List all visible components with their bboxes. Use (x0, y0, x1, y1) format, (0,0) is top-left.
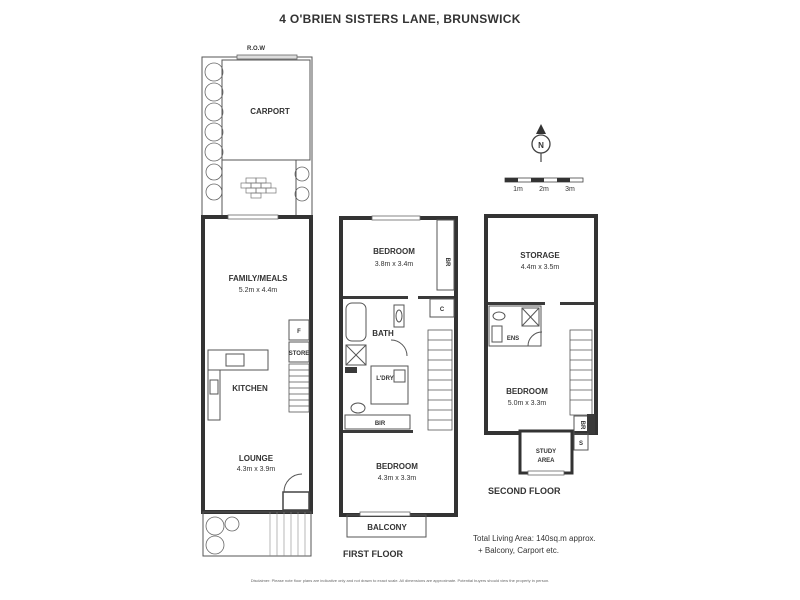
kitchen-side-bench (207, 369, 221, 421)
ensuite-vanity (491, 325, 503, 343)
ground-floor: R.O.W CARPORT FAMILY/MEALS 5.2m x 4.4m F… (201, 46, 313, 557)
shower (345, 344, 367, 366)
carport-label: CARPORT (250, 107, 290, 116)
study-bay (518, 429, 574, 475)
lounge-label: LOUNGE (239, 454, 274, 463)
laundry-label: L'DRY (376, 376, 394, 382)
first-wall-2 (418, 296, 454, 299)
bir-label: BIR (375, 421, 386, 427)
laundry-black (345, 367, 357, 373)
lounge-dim: 4.3m x 3.9m (237, 466, 276, 473)
bath-vanity (393, 304, 405, 328)
bedroom1-robe (436, 219, 455, 291)
north-arrow: N (531, 124, 551, 162)
storage-label: STORAGE (520, 251, 560, 260)
scale-3m: 3m (565, 186, 575, 193)
linen-cupboard (429, 298, 455, 318)
study-label: STUDY (536, 449, 556, 455)
second-bedroom-label: BEDROOM (506, 387, 548, 396)
rear-gate (236, 54, 298, 60)
first-bedroom2-dim: 4.3m x 3.3m (378, 475, 417, 482)
laundry-tub (393, 369, 406, 383)
row-label: R.O.W (247, 46, 265, 52)
second-floor: STORAGE 4.4m x 3.5m ENS BEDROOM 5.0m x 3… (484, 214, 598, 496)
storage-dim: 4.4m x 3.5m (521, 264, 560, 271)
first-floor-label: FIRST FLOOR (343, 549, 403, 559)
first-bedroom1-dim: 3.8m x 3.4m (375, 261, 414, 268)
first-wall-1 (343, 296, 408, 299)
extras-text: + Balcony, Carport etc. (478, 546, 559, 555)
second-br-label: BR (579, 421, 585, 430)
balcony-door (359, 511, 411, 517)
kitchen-label: KITCHEN (232, 384, 268, 393)
laundry-room (370, 365, 409, 405)
plan-title: 4 O'BRIEN SISTERS LANE, BRUNSWICK (279, 12, 521, 26)
bathtub (345, 302, 367, 342)
fridge-label: F (297, 329, 301, 335)
balcony-label: BALCONY (367, 523, 407, 532)
sliding-door (227, 214, 279, 220)
second-bedroom-dim: 5.0m x 3.3m (508, 400, 547, 407)
bir-robe (344, 414, 411, 430)
ground-stairs (288, 363, 310, 413)
bath-label: BATH (372, 329, 394, 338)
first-c-label: C (440, 307, 445, 313)
first-wall-3 (343, 430, 413, 433)
front-door (282, 473, 310, 511)
first-toilet (350, 402, 366, 414)
disclaimer-text: Disclaimer: Please note floor plans are … (250, 578, 550, 583)
ensuite-toilet (492, 311, 506, 321)
first-bedroom1-label: BEDROOM (373, 247, 415, 256)
second-wall-1 (488, 302, 545, 305)
first-bedroom2-label: BEDROOM (376, 462, 418, 471)
scale-2m: 2m (539, 186, 549, 193)
second-stairs (569, 329, 593, 416)
kitchen-bench (207, 349, 269, 371)
bedroom1-window (371, 215, 421, 221)
garden-shrubs (204, 62, 310, 202)
front-garden (202, 511, 312, 557)
study-area-label: AREA (537, 458, 555, 464)
fridge-space (288, 319, 310, 341)
total-area-text: Total Living Area: 140sq.m approx. (473, 534, 596, 543)
cooktop (209, 379, 219, 395)
second-wall-2 (560, 302, 594, 305)
second-s-label: S (579, 441, 583, 447)
ensuite (488, 305, 542, 347)
store-cupboard (288, 341, 310, 363)
scale-bar: 1m 2m 3m (504, 177, 584, 193)
front-path-tiles (269, 512, 306, 556)
bath-door (390, 339, 408, 357)
family-meals-dim: 5.2m x 4.4m (239, 287, 278, 294)
paving-pattern (240, 177, 277, 199)
study-window (527, 470, 565, 476)
first-stairs (427, 329, 453, 431)
kitchen-sink (225, 353, 245, 367)
second-s-cupboard (573, 433, 589, 451)
ensuite-shower (521, 307, 540, 327)
ensuite-door (527, 331, 543, 347)
second-floor-label: SECOND FLOOR (488, 486, 561, 496)
north-label: N (538, 141, 544, 150)
ensuite-label: ENS (507, 336, 519, 342)
first-br-label: BR (444, 258, 450, 267)
family-meals-label: FAMILY/MEALS (229, 274, 288, 283)
second-robe-black (587, 414, 595, 434)
first-floor: BEDROOM 3.8m x 3.4m BR C BATH L'DRY BIR … (339, 215, 458, 559)
store-label: STORE (289, 351, 310, 357)
scale-1m: 1m (513, 186, 523, 193)
front-shrubs (205, 516, 240, 555)
